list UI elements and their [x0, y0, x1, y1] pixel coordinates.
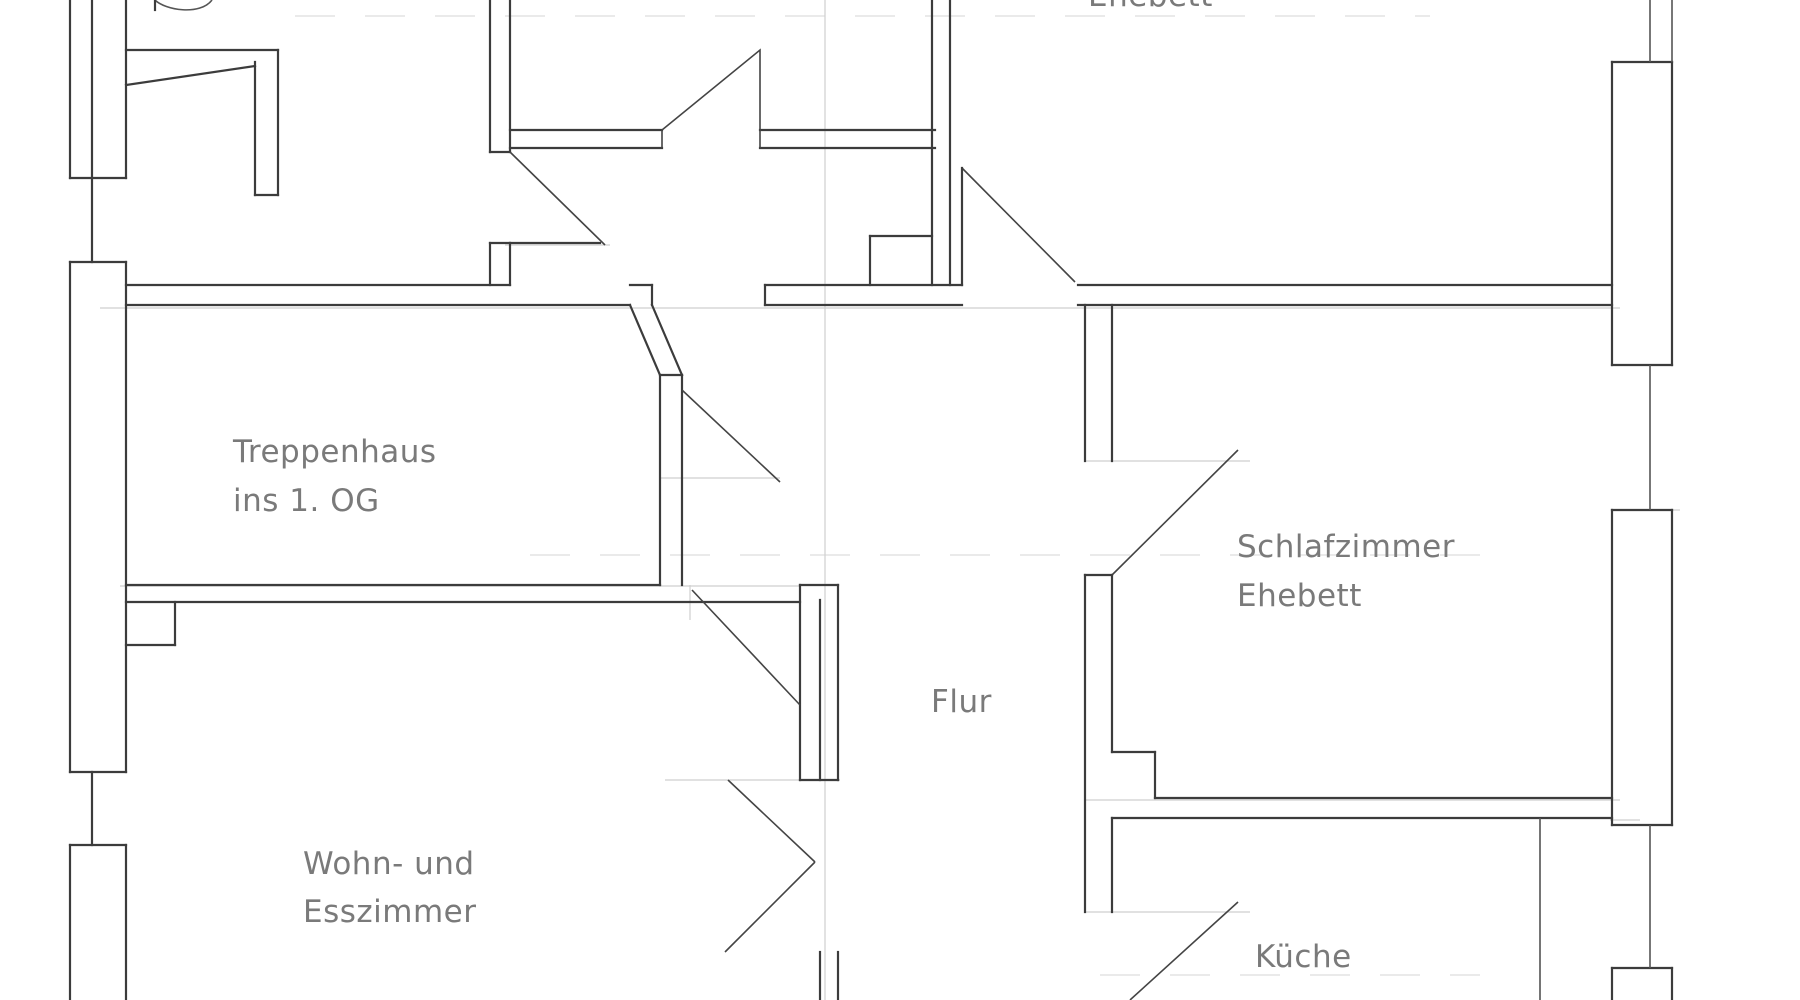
room-label-bedroom-line-2: Ehebett	[1237, 578, 1362, 614]
room-labels: Ehebett Treppenhaus ins 1. OG Schlafzimm…	[232, 0, 1465, 975]
room-label-top-bedroom-line-1: Ehebett	[1088, 0, 1213, 14]
room-label-living-line-2: Esszimmer	[303, 894, 477, 930]
room-label-bedroom: Schlafzimmer Ehebett	[1237, 529, 1465, 614]
room-label-hallway-line-1: Flur	[931, 684, 992, 720]
bedroom-walls	[1083, 303, 1614, 1000]
room-label-stairwell: Treppenhaus ins 1. OG	[232, 434, 447, 519]
corridor-walls	[124, 283, 1614, 307]
outer-walls	[68, 0, 1674, 1000]
room-label-kitchen: Küche	[1255, 939, 1352, 975]
room-label-living: Wohn- und Esszimmer	[303, 846, 485, 930]
room-label-hallway: Flur	[931, 684, 992, 720]
top-middle-room-walls	[488, 0, 1076, 287]
room-label-kitchen-line-1: Küche	[1255, 939, 1352, 975]
room-label-stairwell-line-1: Treppenhaus	[232, 434, 437, 470]
top-left-room-walls	[124, 0, 280, 197]
room-label-stairwell-line-2: ins 1. OG	[233, 483, 380, 519]
room-label-bedroom-line-1: Schlafzimmer	[1237, 529, 1455, 565]
stairwell-walls	[124, 303, 802, 647]
room-label-top-bedroom: Ehebett	[1088, 0, 1213, 14]
room-label-living-line-1: Wohn- und	[303, 846, 475, 882]
living-room-walls	[691, 583, 840, 1000]
